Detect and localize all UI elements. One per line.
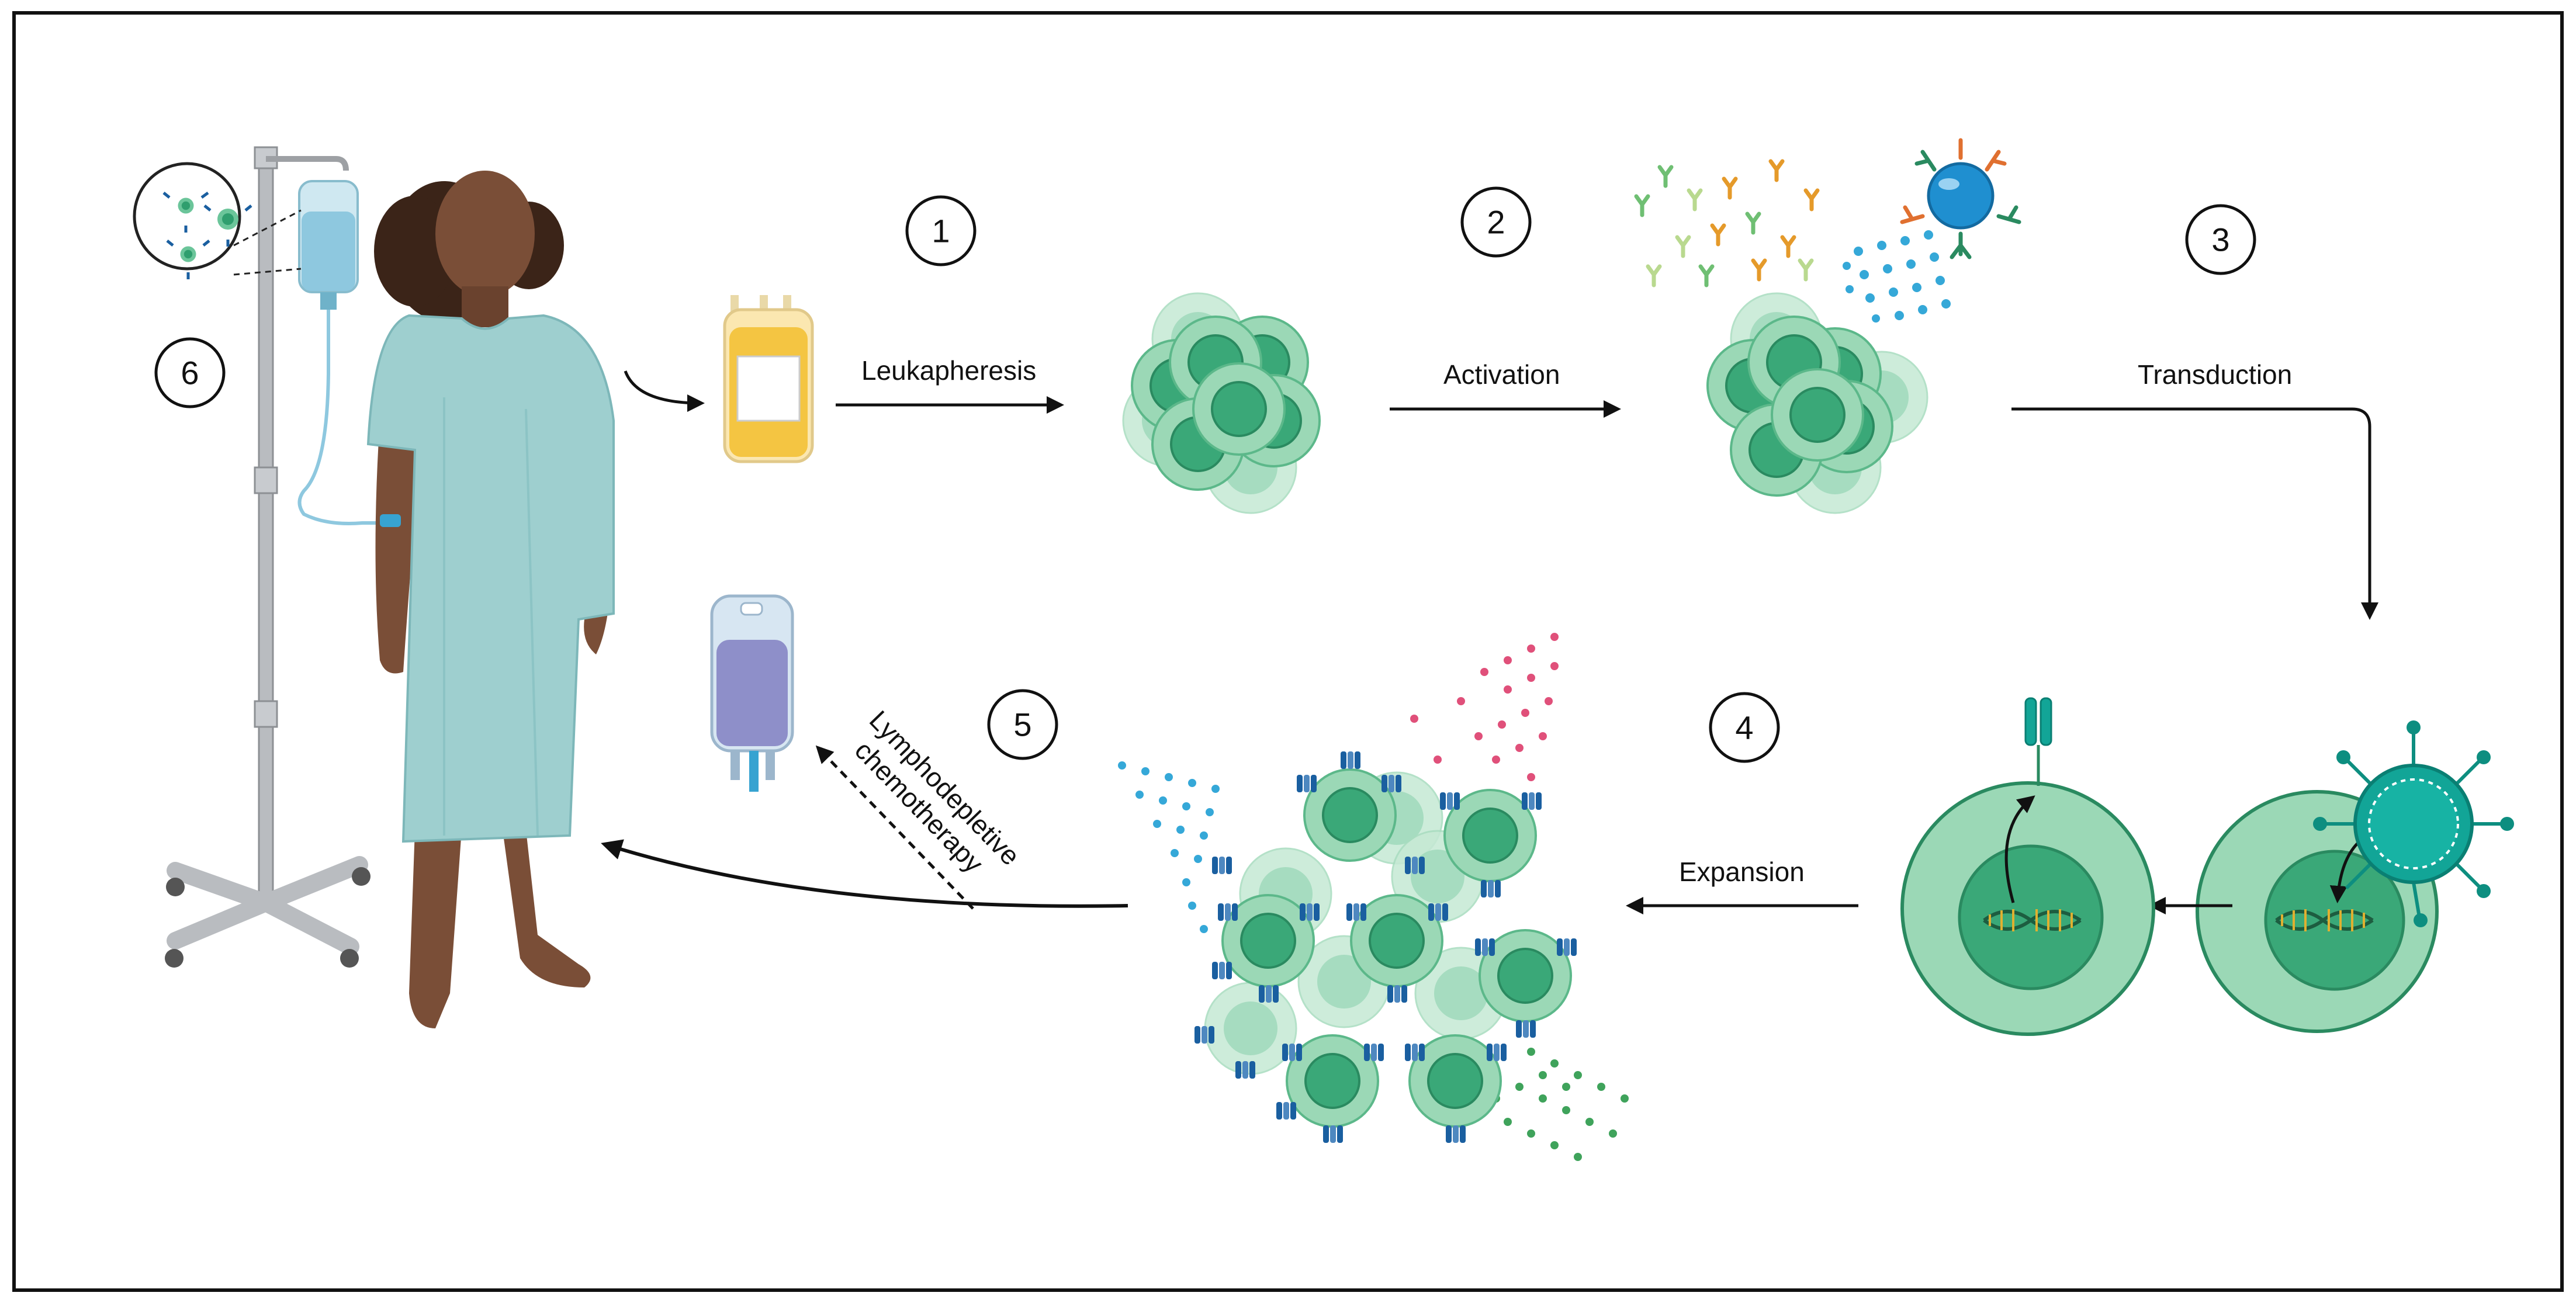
- arrow-transduction: [2011, 407, 2378, 620]
- magnified-car-t-cells: [133, 162, 302, 279]
- diagram-frame: [12, 11, 2564, 1292]
- activation-antibodies: [1636, 161, 1817, 285]
- step-1-label: Leukapheresis: [861, 355, 1036, 386]
- step-4-number: 4: [1735, 709, 1753, 746]
- arrow-patient-to-blood-bag: [624, 370, 705, 412]
- step-4-badge: [1709, 692, 1780, 763]
- step-2-label: Activation: [1443, 359, 1560, 390]
- expanded-car-t-cells: [1118, 633, 1629, 1161]
- step-6-number: 6: [181, 355, 199, 391]
- step-6-badge: [154, 337, 226, 408]
- step-2-badge: [1460, 186, 1532, 258]
- arrow-infusion-to-patient: [601, 839, 1128, 908]
- step-2-number: 2: [1487, 204, 1505, 241]
- t-cell-cluster: [1122, 292, 1321, 514]
- chemotherapy-bag: [710, 594, 794, 792]
- patient-figure: [366, 171, 615, 1028]
- activation-bead: [1900, 138, 2021, 259]
- transduction-cell-with-virus: [2196, 720, 2514, 1033]
- step-1-number: 1: [932, 213, 950, 249]
- step-3-badge: [2185, 204, 2256, 275]
- arrow-lymphodepletion: [815, 745, 974, 910]
- iv-stand: [165, 146, 371, 968]
- step-5-badge: [987, 689, 1058, 760]
- activation-cytokine-dots: [1843, 230, 1951, 323]
- step-5-number: 5: [1013, 706, 1031, 743]
- car-expressing-cell: [1900, 697, 2155, 1036]
- step-4-label: Expansion: [1679, 857, 1805, 887]
- step-3-label: Transduction: [2138, 359, 2292, 390]
- blood-bag: [723, 295, 814, 463]
- activated-t-cell-cluster: [1706, 292, 1928, 514]
- step-3-number: 3: [2211, 221, 2229, 258]
- step-1-badge: [905, 195, 977, 266]
